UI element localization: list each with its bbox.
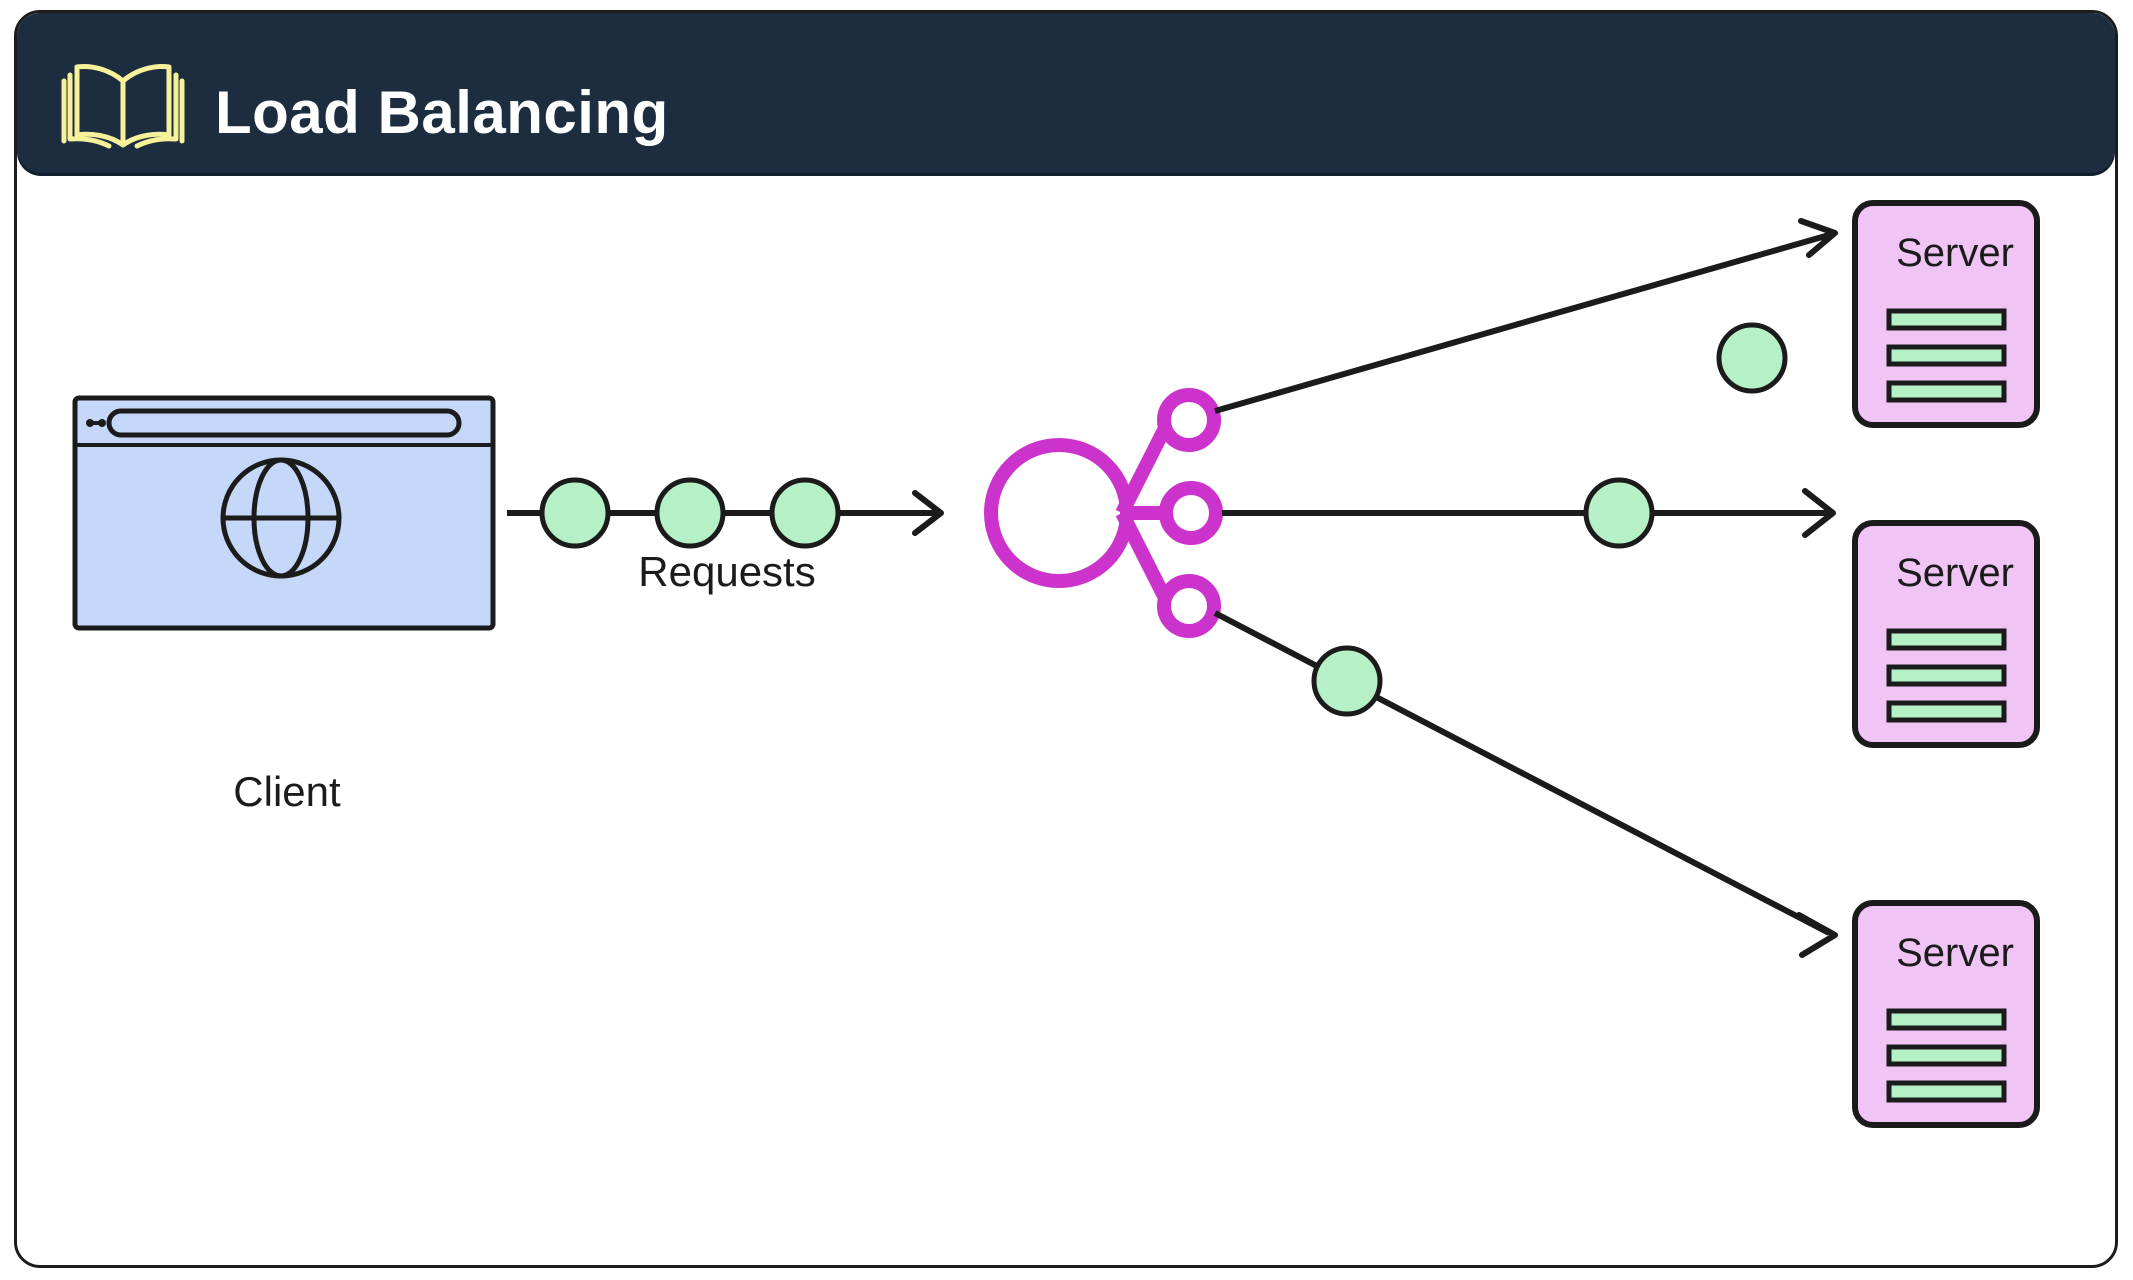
branch-arrow-server-3 xyxy=(1213,610,1838,958)
branch-arrow-server-1 xyxy=(1214,218,1838,414)
server-label-2: Server xyxy=(1896,551,2014,595)
slide-card: Load Balancing xyxy=(14,10,2118,1268)
request-packets xyxy=(539,477,841,549)
open-book-icon xyxy=(61,64,185,149)
diagram-canvas: Client Requests Server Server Server SYS… xyxy=(17,173,2115,1263)
server-box-1 xyxy=(1852,200,2040,428)
load-balancer-icon xyxy=(984,388,1223,638)
client-label: Client xyxy=(233,768,341,815)
server-box-2 xyxy=(1852,520,2040,748)
server-label-3: Server xyxy=(1896,931,2014,975)
globe-icon xyxy=(220,457,342,579)
client-window xyxy=(72,395,496,631)
diagram-graphics xyxy=(72,200,2040,1128)
page-title: Load Balancing xyxy=(215,79,669,146)
branch-arrow-server-2 xyxy=(1222,477,1836,549)
server-box-3 xyxy=(1852,900,2040,1128)
server-label-1: Server xyxy=(1896,231,2014,275)
header-bar: Load Balancing xyxy=(17,13,2115,173)
requests-label: Requests xyxy=(638,548,816,595)
